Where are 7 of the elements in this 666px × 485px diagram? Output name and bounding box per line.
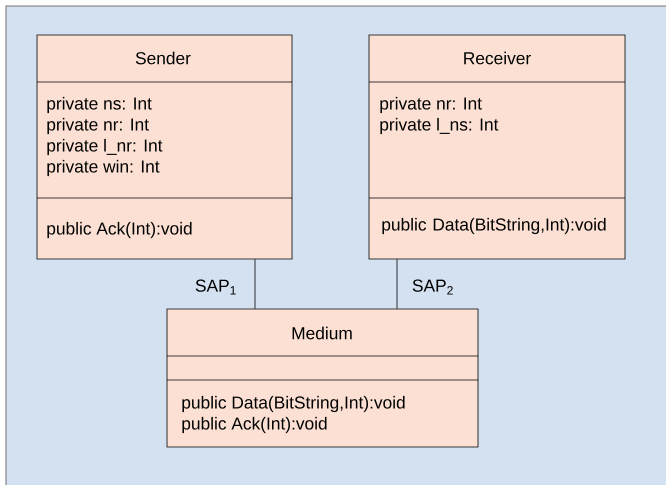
class-box: Sender private ns: Int private nr: Int private l_nr: Int private win: Int public Ack(Int):void (36, 34, 292, 260)
edge-label: SAP$_{1}$ (196, 280, 236, 294)
edge-label: SAP$_{2}$ (412, 279, 453, 295)
connector-line (396, 259, 398, 309)
class-box: Medium public Data(BitString,Int):void public Ack(Int):void (166, 308, 478, 448)
connector-line (254, 259, 256, 309)
class-box: Receiver private nr: Int private l_ns: Int public Data(BitString,Int):void (368, 34, 626, 260)
